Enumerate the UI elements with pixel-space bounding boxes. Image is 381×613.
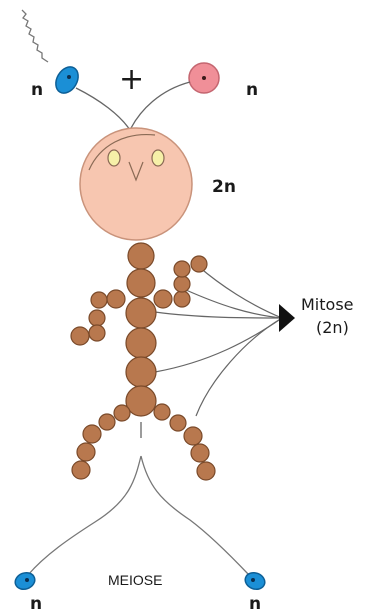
cell bbox=[77, 443, 95, 461]
sperm-cell-icon bbox=[243, 570, 267, 592]
arrow-right-icon bbox=[279, 304, 295, 332]
cell bbox=[114, 405, 130, 421]
egg-top-label: n bbox=[246, 80, 258, 100]
cell bbox=[154, 404, 170, 420]
cell bbox=[89, 310, 105, 326]
egg-cell-top bbox=[189, 63, 219, 93]
mitose-sublabel: (2n) bbox=[316, 318, 349, 337]
cell bbox=[174, 261, 190, 277]
cell bbox=[174, 276, 190, 292]
gamete-right bbox=[243, 570, 267, 592]
egg-nucleus bbox=[202, 76, 206, 80]
mitosis-lines bbox=[155, 266, 282, 416]
gamete-right-label: n bbox=[249, 594, 261, 613]
cell bbox=[91, 292, 107, 308]
cell bbox=[83, 425, 101, 443]
meiose-label: MEIOSE bbox=[108, 572, 162, 588]
cell bbox=[174, 291, 190, 307]
cell bbox=[71, 327, 89, 345]
body-cells bbox=[71, 243, 215, 480]
mitosis-line-2 bbox=[186, 290, 282, 318]
cell bbox=[154, 290, 172, 308]
sperm-nucleus-top bbox=[67, 75, 71, 79]
sperm-tail-top bbox=[22, 10, 48, 62]
gamete-left-label: n bbox=[30, 594, 42, 613]
plus-sign: + bbox=[119, 62, 144, 97]
eye-left bbox=[108, 150, 120, 166]
cell bbox=[89, 325, 105, 341]
cell bbox=[126, 386, 156, 416]
cell bbox=[126, 357, 156, 387]
cell bbox=[126, 328, 156, 358]
cell bbox=[126, 298, 156, 328]
cell bbox=[107, 290, 125, 308]
mitosis-line-5 bbox=[196, 318, 282, 416]
gamete-right-nucleus bbox=[251, 578, 255, 582]
meiosis-line-right bbox=[141, 456, 249, 575]
sperm-head-top bbox=[51, 63, 82, 97]
zygote-head bbox=[80, 128, 192, 240]
eye-right bbox=[152, 150, 164, 166]
cell bbox=[127, 269, 155, 297]
head-circle bbox=[80, 128, 192, 240]
cell bbox=[197, 462, 215, 480]
cell bbox=[99, 414, 115, 430]
gamete-left-nucleus bbox=[25, 578, 29, 582]
cell bbox=[191, 444, 209, 462]
mitose-label: Mitose bbox=[301, 295, 354, 314]
mitosis-line-4 bbox=[155, 318, 282, 372]
cell bbox=[72, 461, 90, 479]
cell bbox=[128, 243, 154, 269]
cell bbox=[170, 415, 186, 431]
cell bbox=[184, 427, 202, 445]
sperm-top-label: n bbox=[31, 80, 43, 100]
cell bbox=[191, 256, 207, 272]
zygote-label: 2n bbox=[212, 177, 236, 197]
gamete-left bbox=[13, 570, 37, 592]
sperm-cell-icon bbox=[13, 570, 37, 592]
